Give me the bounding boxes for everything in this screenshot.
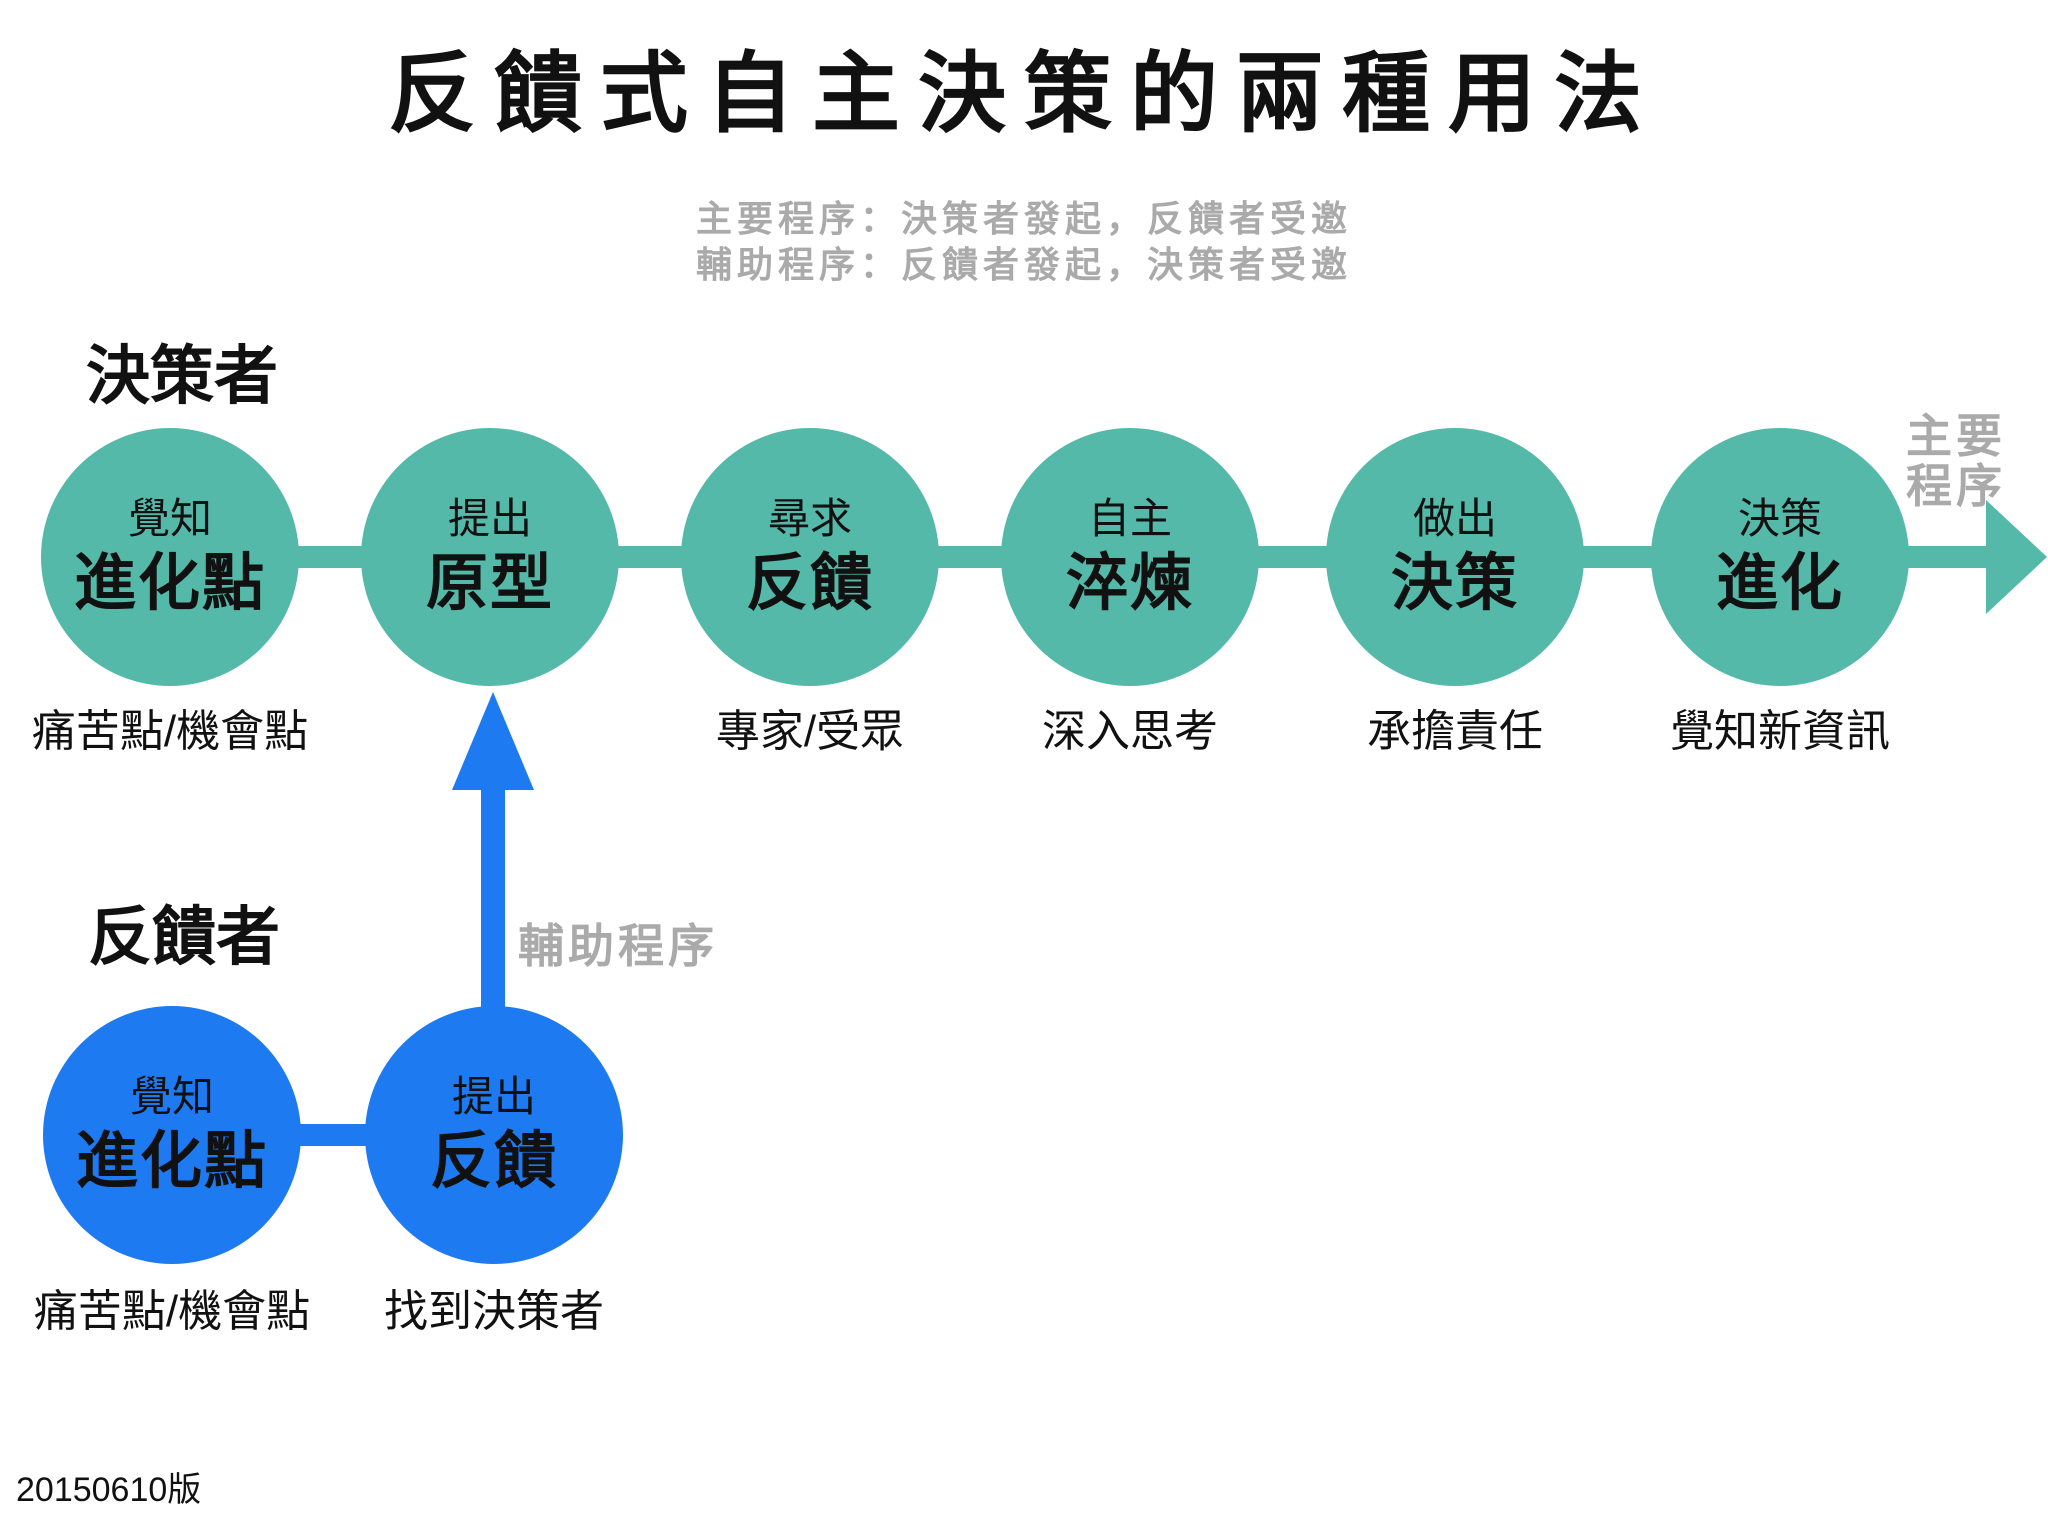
aux-flow-arrow-stem xyxy=(481,788,505,1013)
step-object: 反饋 xyxy=(745,548,874,618)
main-step-circle-2: 提出 原型 xyxy=(361,428,619,686)
up-arrow-icon xyxy=(452,692,534,790)
main-flow-connector xyxy=(1245,546,1340,568)
step-caption-1: 痛苦點/機會點 xyxy=(31,707,309,756)
main-flow-connector xyxy=(285,546,375,568)
main-flow-connector xyxy=(925,546,1015,568)
right-arrow-icon xyxy=(1986,500,2047,614)
main-flow-arrow-stem xyxy=(1895,546,1990,568)
step-action: 自主 xyxy=(1087,495,1172,543)
aux-step-circle-2: 提出 反饋 xyxy=(365,1006,623,1264)
step-object: 淬煉 xyxy=(1065,548,1194,618)
subtitle: 主要程序：決策者發起，反饋者受邀 輔助程序：反饋者發起，決策者受邀 xyxy=(0,196,2048,288)
aux-step-caption-1: 痛苦點/機會點 xyxy=(33,1287,311,1336)
version-text: 20150610版 xyxy=(16,1471,202,1509)
step-object: 進化點 xyxy=(73,548,266,618)
step-action: 提出 xyxy=(451,1073,536,1121)
main-step-circle-3: 尋求 反饋 xyxy=(681,428,939,686)
step-action: 提出 xyxy=(447,495,532,543)
main-step-circle-1: 覺知 進化點 xyxy=(41,428,299,686)
main-step-circle-4: 自主 淬煉 xyxy=(1001,428,1259,686)
main-flow-label-line1: 主要 xyxy=(1906,410,2006,462)
step-caption-4: 深入思考 xyxy=(1042,707,1218,756)
step-object: 決策 xyxy=(1390,548,1519,618)
step-caption-3: 專家/受眾 xyxy=(715,707,905,756)
main-flow-connector xyxy=(605,546,695,568)
main-step-circle-5: 做出 決策 xyxy=(1326,428,1584,686)
feedbacker-label: 反饋者 xyxy=(88,901,280,973)
step-action: 做出 xyxy=(1412,495,1497,543)
step-object: 進化 xyxy=(1715,548,1844,618)
step-object: 原型 xyxy=(425,548,554,618)
subtitle-line-primary: 主要程序：決策者發起，反饋者受邀 xyxy=(695,198,1352,239)
step-action: 覺知 xyxy=(127,495,212,543)
aux-flow-connector xyxy=(293,1124,371,1146)
aux-step-caption-2: 找到決策者 xyxy=(384,1287,604,1336)
step-action: 決策 xyxy=(1737,495,1822,543)
subtitle-line-secondary: 輔助程序：反饋者發起，決策者受邀 xyxy=(695,244,1352,285)
step-caption-5: 承擔責任 xyxy=(1367,707,1543,756)
main-flow-connector xyxy=(1570,546,1665,568)
page-title: 反饋式自主決策的兩種用法 xyxy=(387,44,1660,143)
main-flow-label-line2: 程序 xyxy=(1906,459,2006,512)
step-action: 覺知 xyxy=(129,1073,214,1121)
step-object: 反饋 xyxy=(429,1126,558,1196)
main-flow-label: 主要 程序 xyxy=(1906,410,2006,512)
step-object: 進化點 xyxy=(75,1126,268,1196)
aux-flow-label: 輔助程序 xyxy=(518,920,718,972)
step-action: 尋求 xyxy=(767,495,852,543)
aux-step-circle-1: 覺知 進化點 xyxy=(43,1006,301,1264)
main-step-circle-6: 決策 進化 xyxy=(1651,428,1909,686)
step-caption-6: 覺知新資訊 xyxy=(1670,707,1890,756)
decision-maker-label: 決策者 xyxy=(86,340,278,412)
